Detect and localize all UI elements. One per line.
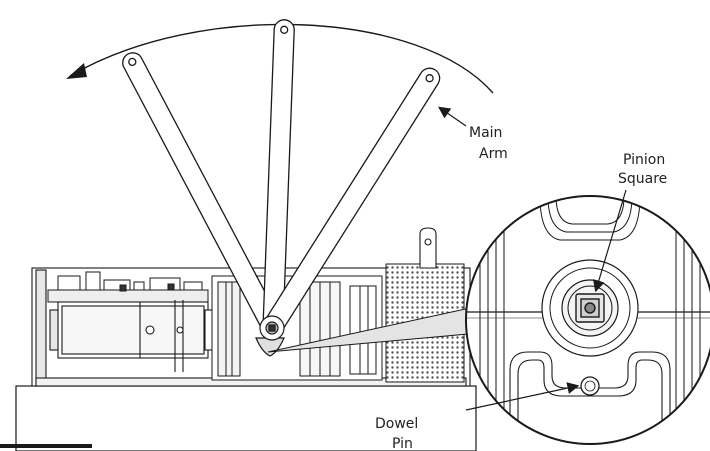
zoom-detail	[465, 195, 710, 445]
main-arm-right	[263, 67, 441, 334]
base-plate	[0, 385, 477, 451]
pinion-square-shape	[575, 293, 605, 323]
motor	[49, 300, 218, 372]
pinion-square-label-line1: Pinion	[623, 152, 665, 168]
swing-arrowhead	[66, 63, 87, 79]
main-arm-label-line1: Main	[469, 125, 502, 141]
main-arm-label: Main Arm	[469, 125, 508, 162]
pivot-hub	[255, 315, 285, 357]
dowel-pin-label: Dowel Pin	[375, 416, 423, 451]
dowel-pin-hole	[580, 376, 600, 396]
dowel-pin-label-line1: Dowel	[375, 416, 418, 432]
main-arm-label-line2: Arm	[479, 146, 508, 162]
pinion-square-label: Pinion Square	[618, 152, 670, 187]
pinion-square-leader	[593, 189, 627, 293]
main-arm-leader	[438, 106, 467, 127]
main-arm-left	[122, 52, 283, 334]
dowel-pin-leader	[465, 382, 580, 411]
swing-arc	[69, 23, 494, 94]
main-arm-positions	[122, 19, 441, 334]
main-arm-center	[262, 19, 295, 329]
dowel-pin-label-line2: Pin	[392, 436, 413, 451]
pinion-square-label-line2: Square	[618, 171, 667, 187]
bracket-tab	[419, 227, 437, 269]
